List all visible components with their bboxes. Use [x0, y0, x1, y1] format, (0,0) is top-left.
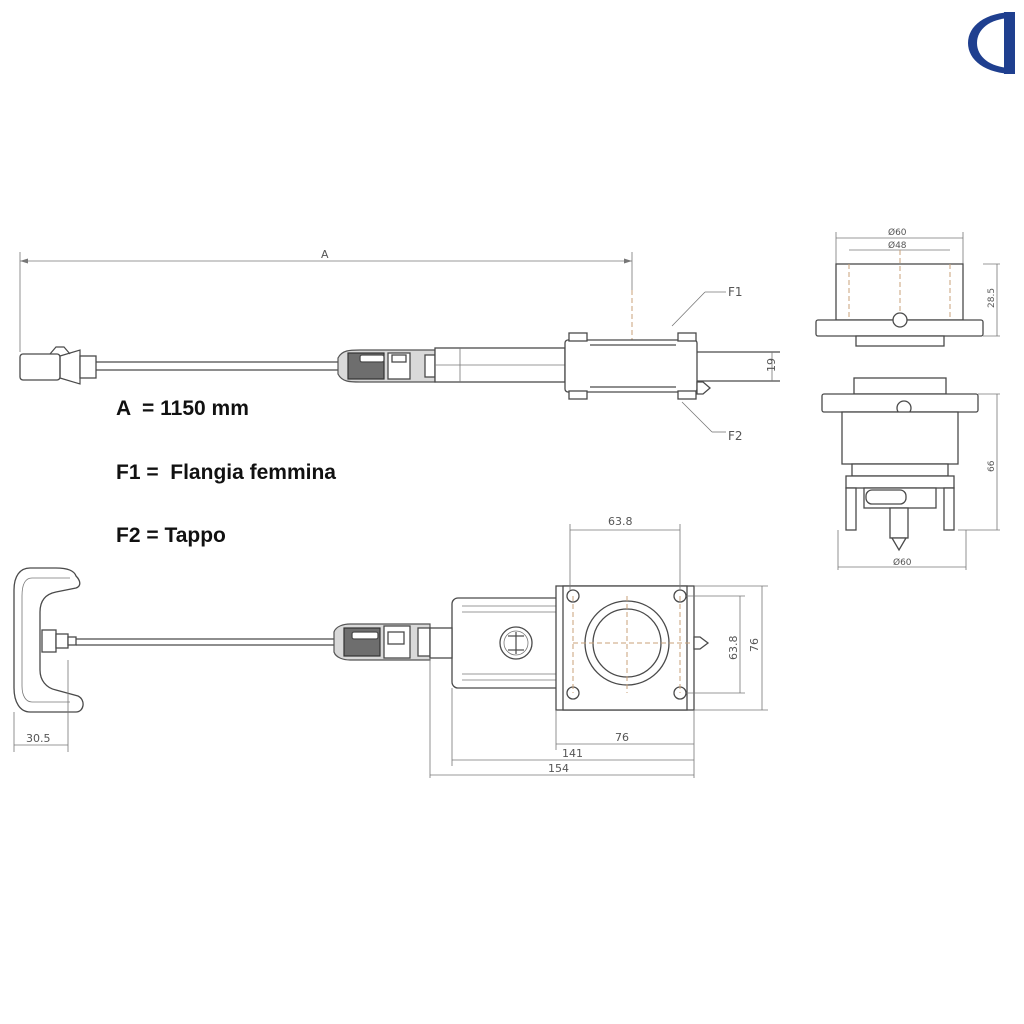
dim-dia60-bottom: Ø60: [893, 557, 912, 568]
dim-154: 154: [548, 762, 569, 775]
dim-63-8-side: 63.8: [727, 636, 740, 661]
dim-dia60-top: Ø60: [888, 227, 907, 238]
note-a-length: A = 1150 mm: [116, 397, 249, 420]
dim-dia48: Ø48: [888, 240, 907, 251]
dim-28-5: 28.5: [987, 288, 997, 308]
brand-logo: [968, 12, 1015, 74]
dim-141: 141: [562, 747, 583, 760]
callout-f2: F2: [728, 429, 743, 443]
dim-76-bottom: 76: [615, 731, 629, 744]
side-view: A 19 F1: [19, 248, 780, 443]
front-view: Ø60 Ø48 28.5 66 Ø60: [815, 227, 1000, 570]
dim-30-5: 30.5: [26, 732, 51, 745]
dim-66: 66: [987, 460, 997, 472]
callout-f1: F1: [728, 285, 743, 299]
dim-76-side: 76: [748, 638, 761, 652]
top-view: 30.5 63.8: [13, 515, 768, 778]
dim-19-label: 19: [765, 358, 778, 372]
dim-63-8-top: 63.8: [608, 515, 633, 528]
dim-a-label: A: [321, 248, 329, 261]
note-f1-flange: F1 = Flangia femmina: [116, 461, 336, 484]
note-f2-cap: F2 = Tappo: [116, 524, 226, 547]
